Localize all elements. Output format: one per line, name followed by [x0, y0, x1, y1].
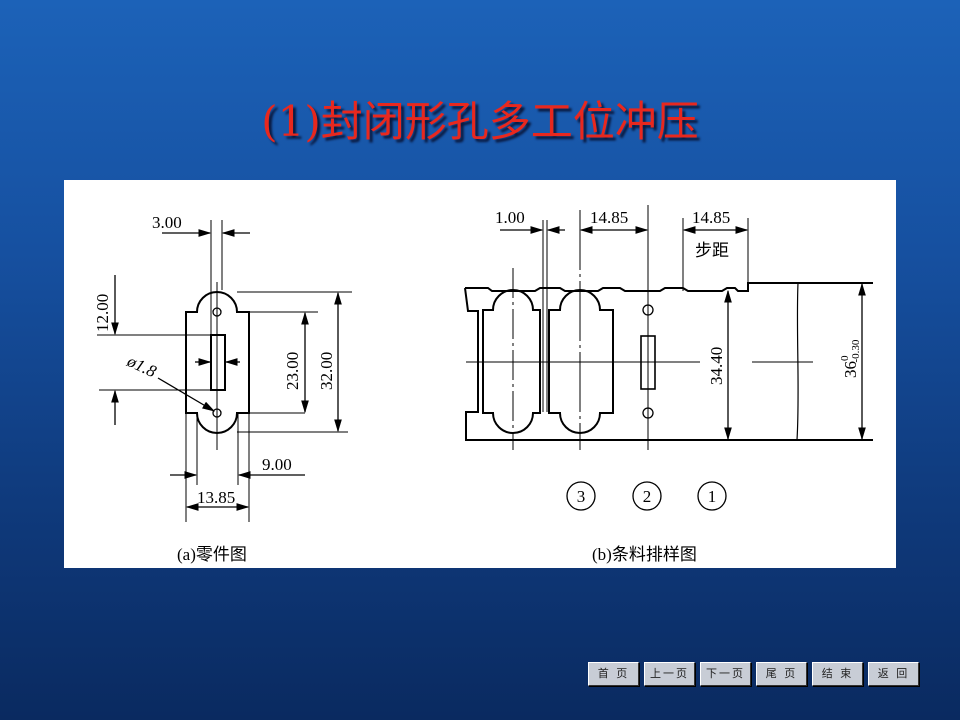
slide-title: (1)封闭形孔多工位冲压 [261, 97, 699, 146]
dim-13-85: 13.85 [197, 488, 235, 507]
back-button[interactable]: 返 回 [868, 662, 919, 686]
caption-a: (a)零件图 [177, 545, 247, 564]
station-3: 3 [577, 487, 586, 506]
dim-36: 360-0.30 [839, 339, 862, 378]
dim-34-40: 34.40 [707, 347, 726, 385]
slide-nav: 首 页 上一页 下一页 尾 页 结 束 返 回 [588, 662, 919, 686]
station-1: 1 [708, 487, 717, 506]
dim-23: 23.00 [283, 352, 302, 390]
pitch-label: 步距 [695, 241, 729, 260]
next-page-button[interactable]: 下一页 [700, 662, 751, 686]
dim-32: 32.00 [317, 352, 336, 390]
dim-3: 3.00 [152, 213, 182, 232]
drawing-panel [64, 180, 896, 568]
prev-page-button[interactable]: 上一页 [644, 662, 695, 686]
dim-9: 9.00 [262, 455, 292, 474]
last-page-button[interactable]: 尾 页 [756, 662, 807, 686]
caption-b: (b)条料排样图 [592, 545, 697, 564]
hole-dim: ø1.8 [123, 351, 159, 381]
part-drawing: 3.00 12.00 23.00 32.00 9.00 13.85 ø1.8 (… [93, 213, 352, 564]
dim-gap: 1.00 [495, 208, 525, 227]
dim-pitch-1: 14.85 [590, 208, 628, 227]
station-2: 2 [643, 487, 652, 506]
end-button[interactable]: 结 束 [812, 662, 863, 686]
strip-drawing: 1.00 14.85 14.85 步距 34.40 360-0.30 3 2 1… [464, 205, 873, 564]
dim-pitch-2: 14.85 [692, 208, 730, 227]
dim-12: 12.00 [93, 294, 112, 332]
first-page-button[interactable]: 首 页 [588, 662, 639, 686]
